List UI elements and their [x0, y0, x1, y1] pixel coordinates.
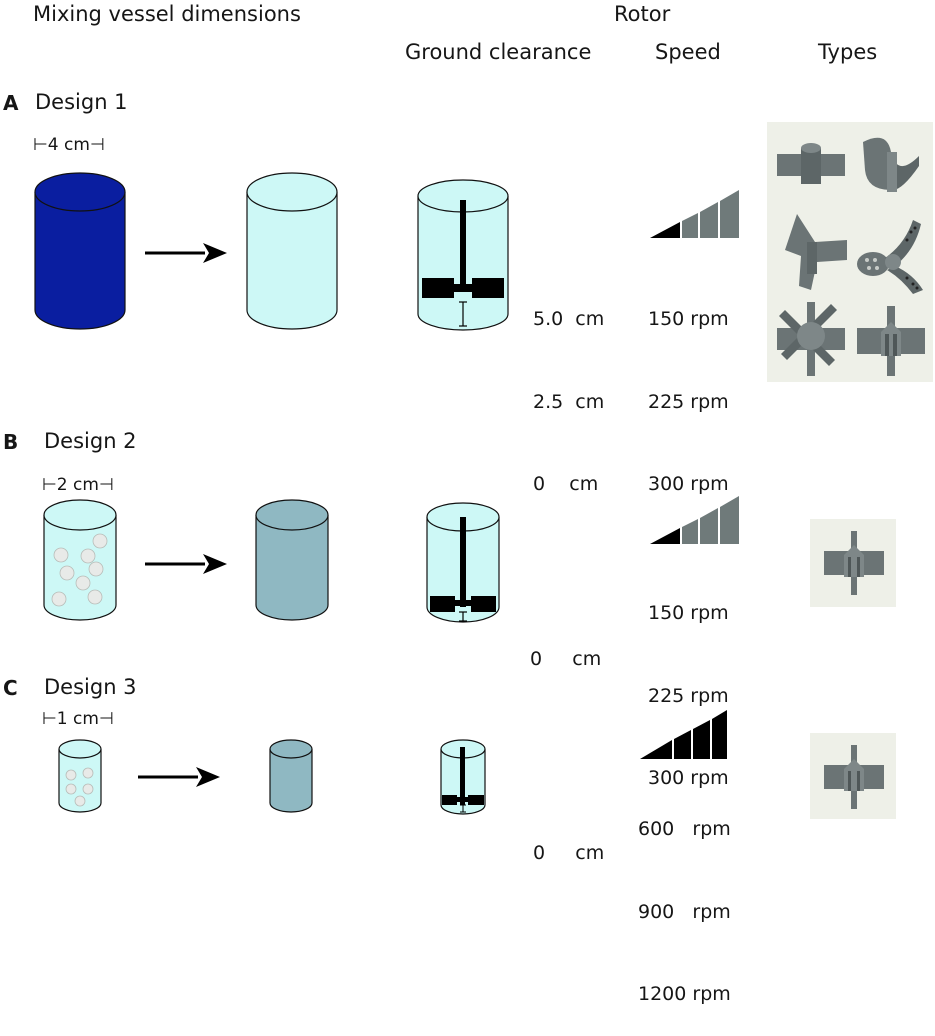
rotor-types-grid	[767, 122, 933, 382]
four-blade-rotor-icon	[824, 745, 884, 809]
section-a-letter: A	[3, 91, 19, 115]
header-types: Types	[818, 40, 878, 64]
section-b-dimension: ⊢2 cm⊣	[42, 475, 114, 495]
vessel-dark-blue-icon	[34, 172, 126, 330]
section-b-title: Design 2	[44, 429, 137, 453]
speed-value: 1200 rpm	[638, 983, 731, 1005]
eight-blade-rotor-icon	[777, 302, 845, 376]
section-a-title: Design 1	[35, 90, 128, 114]
arrow-right-icon	[138, 767, 220, 787]
clearance-value: 0 cm	[533, 473, 599, 495]
clearance-value: 0 cm	[533, 842, 605, 864]
speed-value: 150 rpm	[648, 308, 729, 330]
speed-value: 600 rpm	[638, 818, 731, 840]
section-a-clearance-list: 5.0 cm 2.5 cm 0 cm	[533, 251, 604, 526]
speed-ramp-icon	[650, 190, 739, 238]
cylinder-hub-rotor-icon	[777, 143, 845, 184]
section-c-speed-list: 600 rpm 900 rpm 1200 rpm	[638, 761, 731, 1036]
section-a-speed-list: 150 rpm 225 rpm 300 rpm	[648, 251, 729, 526]
three-blade-rotor-icon	[785, 214, 847, 290]
speed-value: 300 rpm	[648, 767, 729, 789]
section-c-letter: C	[3, 676, 18, 700]
section-b-speed-list: 150 rpm 225 rpm 300 rpm	[648, 545, 729, 820]
four-blade-rotor-icon	[824, 531, 884, 595]
rotor-type-photo	[810, 519, 896, 607]
vessel-with-beads-icon	[43, 499, 117, 621]
vessel-with-rotor-icon	[440, 739, 486, 815]
four-blade-rotor-icon	[857, 306, 925, 376]
header-vessel-dimensions: Mixing vessel dimensions	[33, 2, 301, 26]
clearance-value: 0 cm	[530, 648, 602, 670]
section-c-clearance-list: 0 cm	[533, 785, 604, 895]
vessel-light-cyan-icon	[246, 172, 338, 330]
section-c-dimension: ⊢1 cm⊣	[42, 709, 114, 729]
header-rotor: Rotor	[614, 2, 671, 26]
section-b-letter: B	[3, 430, 19, 454]
speed-value: 300 rpm	[648, 473, 729, 495]
speed-value: 225 rpm	[648, 684, 729, 707]
clearance-value: 5.0 cm	[533, 308, 605, 330]
speed-ramp-icon	[650, 496, 739, 544]
vessel-with-rotor-icon	[417, 179, 509, 331]
vessel-teal-icon	[269, 739, 313, 813]
perforated-propeller-rotor-icon	[857, 220, 923, 294]
header-speed: Speed	[655, 40, 721, 64]
section-c-title: Design 3	[44, 675, 137, 699]
rotor-type-photo	[810, 733, 896, 819]
clearance-value: 2.5 cm	[533, 390, 605, 413]
section-b-clearance-list: 0 cm	[530, 591, 601, 701]
vessel-with-rotor-icon	[426, 502, 500, 623]
vessel-teal-icon	[255, 499, 329, 621]
curved-blade-rotor-icon	[863, 137, 919, 192]
speed-value: 900 rpm	[638, 900, 731, 923]
header-ground-clearance: Ground clearance	[405, 40, 592, 64]
speed-value: 225 rpm	[648, 390, 729, 413]
arrow-right-icon	[145, 243, 227, 263]
speed-value: 150 rpm	[648, 602, 729, 624]
vessel-with-beads-icon	[58, 739, 102, 813]
speed-ramp-icon	[640, 710, 727, 759]
section-a-dimension: ⊢4 cm⊣	[33, 135, 105, 155]
arrow-right-icon	[145, 554, 227, 574]
